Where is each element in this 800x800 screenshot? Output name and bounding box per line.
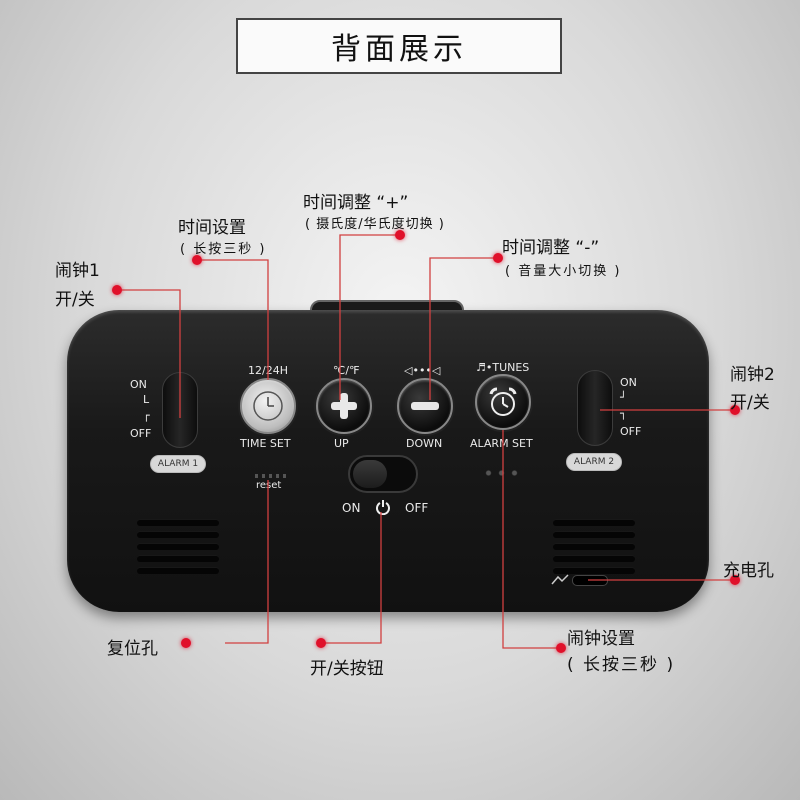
time-set-bottom-label: TIME SET [240,437,291,450]
up-bottom-label: UP [334,437,349,450]
alarm2-badge: ALARM 2 [566,453,622,471]
callout-down-sub: ( 音量大小切换 ) [505,264,622,279]
power-icon [376,500,390,515]
callout-dot-down [493,253,503,263]
right-speaker-grille [553,519,635,579]
callout-time-set-sub: ( 长按三秒 ) [180,242,267,257]
callout-alarm1-sub: 开/关 [55,290,95,310]
callout-down-title: 时间调整 “-” [502,238,600,258]
alarm2-mid1-label: ┘ [620,391,627,404]
indicator-dots [482,469,522,477]
alarm1-off-label: OFF [130,427,152,440]
minus-icon [411,402,439,410]
callout-dot-alarm1 [112,285,122,295]
power-off-label: OFF [405,501,429,515]
alarm2-mid2-label: ┐ [620,407,627,420]
alarm2-badge-text: ALARM 2 [573,457,615,467]
plus-icon [331,393,357,419]
clock-face-icon [253,391,283,421]
up-button[interactable] [316,378,372,434]
alarm1-mid2-label: ┌ [143,409,150,422]
charge-symbol-icon [551,574,569,585]
callout-reset-hole: 复位孔 [107,639,158,659]
callout-dot-reset [181,638,191,648]
down-bottom-label: DOWN [406,437,443,450]
callout-charge: 充电孔 [723,561,774,581]
callout-dot-alarm2 [730,405,740,415]
alarm1-mid1-label: L [143,393,150,406]
alarm1-badge: ALARM 1 [150,455,206,473]
callout-up-sub: ( 摄氏度/华氏度切换 ) [305,217,445,232]
alarm1-on-label: ON [130,378,147,391]
alarm-set-bottom-label: ALARM SET [470,437,533,450]
alarm2-on-label: ON [620,376,637,389]
title-banner: 背面展示 [236,18,562,74]
alarm2-switch[interactable] [577,370,613,446]
callout-alarm-set-sub: ( 长按三秒 ) [567,655,676,675]
reset-hole[interactable] [255,474,289,478]
callout-dot-up [395,230,405,240]
down-button[interactable] [397,378,453,434]
down-top-label: ◁•••◁ [404,364,441,377]
callout-alarm2-title: 闹钟2 [730,365,775,385]
callout-alarm-set-title: 闹钟设置 [567,629,635,649]
left-speaker-grille [137,519,219,579]
callout-dot-power [316,638,326,648]
callout-alarm1-title: 闹钟1 [55,261,100,281]
power-on-label: ON [342,501,361,515]
callout-up-title: 时间调整 “+” [303,193,409,213]
banner-title: 背面展示 [331,32,467,67]
callout-alarm2-sub: 开/关 [730,393,770,413]
callout-power-button: 开/关按钮 [310,659,384,679]
alarm1-badge-text: ALARM 1 [157,459,199,469]
alarm2-off-label: OFF [620,425,642,438]
callout-dot-charge [730,575,740,585]
reset-label: reset [256,480,282,491]
alarm-set-button[interactable] [475,374,531,430]
callout-dot-time-set [192,255,202,265]
callout-time-set-title: 时间设置 [178,218,246,238]
callout-dot-alarm-set [556,643,566,653]
power-switch[interactable] [348,455,418,493]
alarm-set-top-label: ♬•TUNES [476,361,530,374]
alarm-bell-icon [489,387,517,416]
power-switch-knob [353,460,387,488]
